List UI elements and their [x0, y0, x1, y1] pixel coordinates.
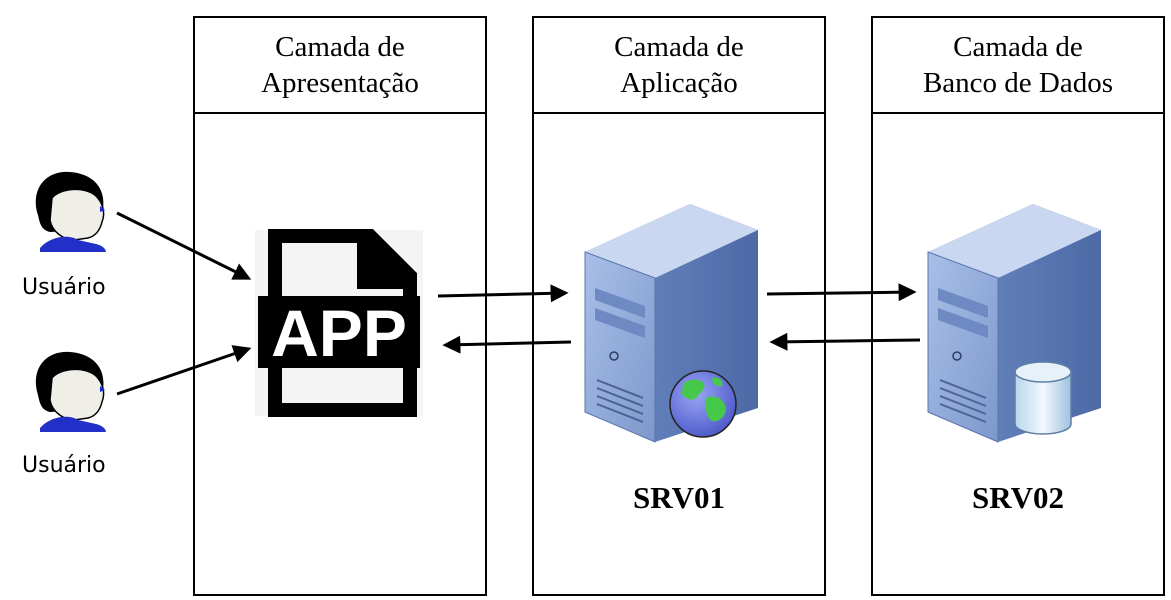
arrow-srv01-to-srv02 [766, 283, 917, 302]
arrow-user1-to-app [116, 211, 252, 280]
app-file-label: APP [271, 296, 407, 370]
arrow-user2-to-app [116, 345, 252, 396]
layer-title-line2: Banco de Dados [922, 67, 1114, 99]
presentation-layer-column: Camada de Apresentação [193, 16, 487, 596]
database-layer-header: Camada de Banco de Dados [873, 18, 1163, 114]
user-label: Usuário [22, 453, 106, 478]
layer-title-line2: Aplicação [620, 67, 738, 99]
layer-title-line2: Apresentação [261, 67, 419, 99]
arrow-srv01-to-app [442, 335, 572, 354]
presentation-layer-header: Camada de Apresentação [195, 18, 485, 114]
layer-title-line1: Camada de [953, 31, 1083, 63]
layer-title-line1: Camada de [614, 31, 744, 63]
database-icon [1014, 361, 1072, 435]
user-label: Usuário [22, 275, 106, 300]
application-layer-header: Camada de Aplicação [534, 18, 824, 114]
arrow-app-to-srv01 [437, 284, 569, 303]
user-avatar-icon [35, 171, 106, 252]
globe-icon [669, 370, 737, 438]
server-label-srv01: SRV01 [633, 480, 725, 515]
app-file-icon: APP [255, 229, 423, 417]
user-avatar-icon [35, 351, 106, 432]
server-label-srv02: SRV02 [972, 480, 1064, 515]
layer-title-line1: Camada de [275, 31, 405, 63]
arrow-srv02-to-srv01 [769, 332, 921, 351]
